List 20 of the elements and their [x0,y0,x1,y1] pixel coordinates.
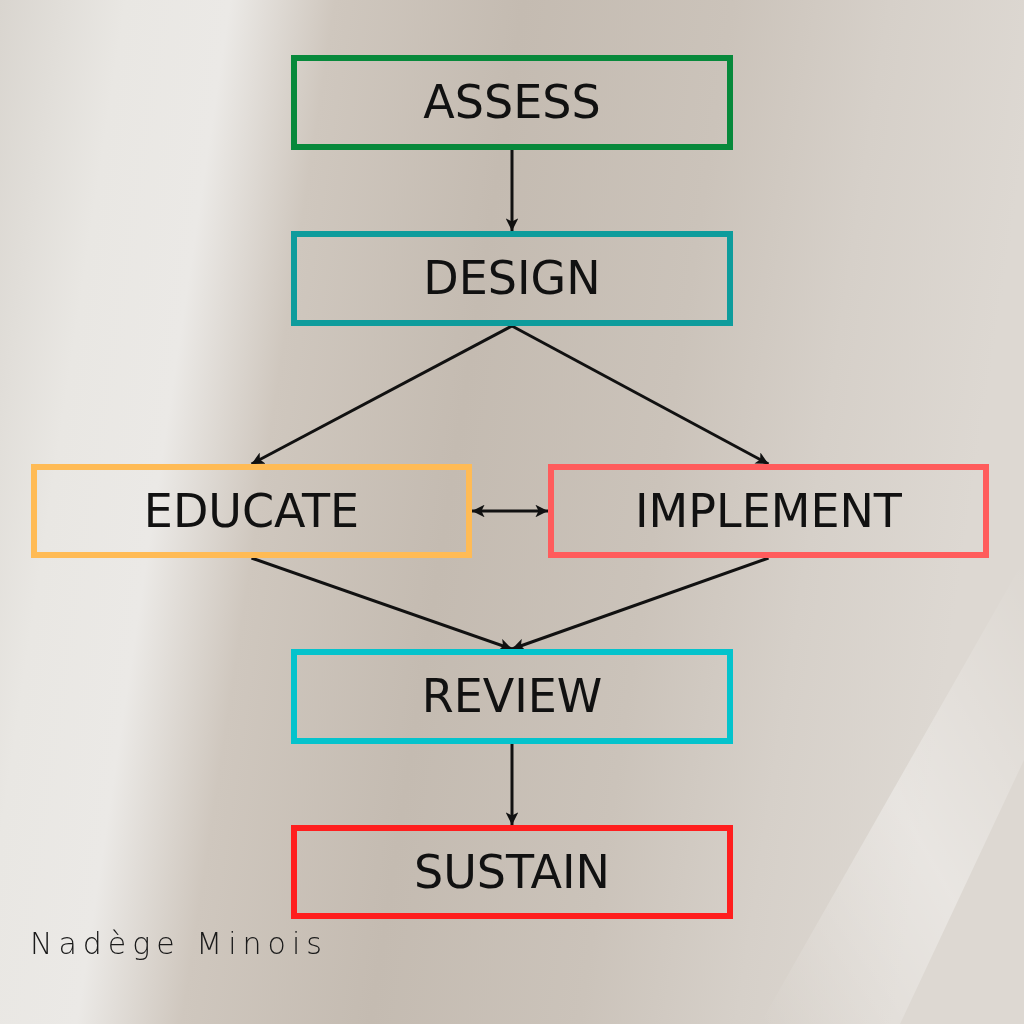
process-box [291,55,733,150]
author-name: Nadège Minois [30,926,328,962]
arrow [511,324,770,466]
process-box [291,825,733,919]
arrow [250,324,513,466]
arrow [505,744,519,825]
process-box [291,231,733,326]
step-label: DESIGN [423,253,601,304]
arrow [505,150,519,231]
step-label: REVIEW [421,671,603,722]
arrow [511,556,769,651]
step-label: EDUCATE [143,485,360,537]
arrow [472,504,548,518]
step-label: ASSESS [423,77,601,128]
process-box [291,649,733,744]
process-box [548,464,989,558]
step-label: IMPLEMENT [635,485,902,537]
arrow [251,556,513,651]
process-box [31,464,472,558]
step-label: SUSTAIN [413,846,610,898]
